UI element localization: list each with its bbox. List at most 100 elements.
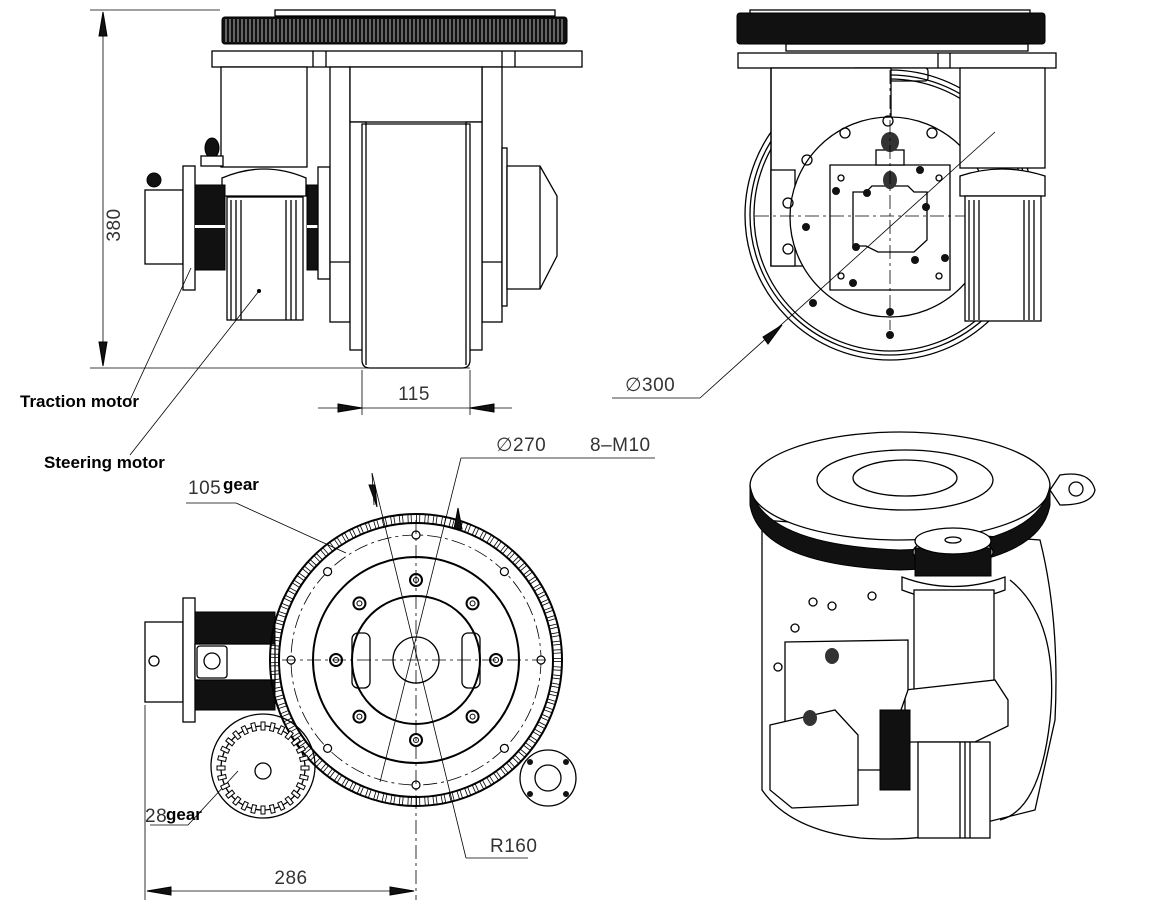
gear-tooth (551, 674, 562, 680)
gear-105-count: 105 (188, 478, 221, 499)
side-view (90, 9, 583, 456)
top-view (144, 457, 655, 900)
arrow-left-icon (469, 403, 495, 413)
arrow-up-icon (98, 11, 108, 37)
diameter-270-leader (379, 457, 462, 783)
connector-icon (881, 132, 899, 152)
wheel-width-dimension: 115 (398, 384, 430, 405)
bolt-hole (323, 743, 333, 753)
bolt-hole (499, 743, 509, 753)
gear-tooth (546, 615, 557, 622)
gear-tooth (398, 514, 404, 524)
gear-tooth (440, 794, 447, 804)
height-dimension: 380 (104, 208, 125, 241)
wheel-tread (361, 123, 471, 369)
connector-icon (146, 172, 162, 188)
slewing-gear-teeth (736, 12, 1046, 45)
wheel-diameter-dimension: ∅300 (625, 375, 675, 396)
steering-motor-body (964, 195, 1042, 322)
gear-tooth (390, 515, 396, 526)
connector-icon (204, 137, 220, 159)
steering-motor-cap (221, 168, 307, 197)
m10-bolt-hole (352, 596, 367, 611)
gear-tooth (398, 796, 404, 806)
gear-tooth (553, 658, 562, 663)
gear-tooth (407, 514, 412, 524)
arrow-down-icon (368, 484, 378, 508)
traction-motor-label: Traction motor (20, 392, 139, 411)
encoder-body (852, 185, 928, 253)
gear-tooth (432, 795, 438, 805)
connector-icon (803, 710, 817, 726)
bolt-hole (499, 567, 509, 577)
gear-tooth (373, 791, 380, 801)
bolt-spec-label: 8–M10 (590, 435, 651, 456)
diameter-leader (699, 131, 996, 399)
wheel-hub-top (349, 66, 483, 123)
mounting-plate (737, 52, 1057, 69)
gear-tooth (546, 698, 557, 705)
gear-28-word: gear (166, 805, 202, 824)
gear-tooth (550, 631, 560, 638)
brake-cover (506, 165, 558, 290)
bolt-hole (323, 567, 333, 577)
gear-tooth (274, 694, 285, 701)
gear-tooth (424, 796, 429, 806)
steering-motor-leader (129, 290, 260, 456)
arrow-down-icon (98, 341, 108, 367)
gear-tooth (381, 793, 388, 803)
gear-tooth (277, 702, 287, 710)
gear-tooth (448, 518, 455, 528)
offset-dimension: 286 (274, 868, 307, 889)
steering-motor-body (226, 196, 304, 321)
gear-28-count: 28 (145, 806, 167, 827)
gear-tooth (424, 514, 429, 524)
gear-105-leader (235, 502, 347, 554)
arrow-left-icon (146, 886, 172, 896)
slewing-ring-top (274, 9, 556, 17)
gear-tooth (274, 619, 285, 626)
m10-bolt-hole (352, 709, 367, 724)
gear-tooth (548, 623, 559, 630)
gear-105-word: gear (223, 475, 259, 494)
gear-tooth (432, 515, 438, 525)
fork-right (481, 66, 503, 323)
brake-flange (501, 147, 508, 307)
connector-icon (196, 645, 228, 679)
m10-bolt-hole (465, 596, 480, 611)
radius-leader (371, 472, 467, 859)
arrow-right-icon (389, 886, 415, 896)
fork-left (329, 66, 351, 323)
slewing-gear-teeth (221, 16, 568, 45)
radius-dimension: R160 (490, 836, 537, 857)
gear-tooth (390, 794, 396, 805)
steering-motor-iso (913, 589, 995, 691)
steering-motor-label: Steering motor (44, 453, 165, 472)
traction-motor-leader (129, 267, 192, 401)
gear-tooth (456, 789, 463, 800)
gear-28-leader (187, 770, 239, 826)
gear-tooth (550, 682, 560, 689)
gear-tooth (277, 610, 287, 618)
arrow-right-icon (337, 403, 363, 413)
m10-bolt-hole (465, 709, 480, 724)
bolt-circle-dimension: ∅270 (496, 435, 546, 456)
mounting-plate (211, 50, 583, 68)
gear-tooth (416, 797, 421, 806)
front-view (612, 9, 1057, 399)
gear-tooth (416, 514, 421, 523)
steering-motor-housing (959, 67, 1046, 169)
gear-tooth (551, 640, 562, 646)
arrow-icon (453, 507, 463, 530)
traction-motor-iso (769, 709, 859, 809)
gear-tooth (373, 519, 380, 529)
steering-motor-housing (220, 66, 308, 168)
slewing-ring (749, 431, 1051, 541)
gear-tooth (407, 796, 412, 806)
gear-tooth (552, 649, 562, 654)
traction-motor-encoder (144, 189, 184, 265)
gear-tooth (548, 690, 559, 697)
gear-tooth (552, 666, 562, 671)
arrow-icon (762, 324, 783, 345)
